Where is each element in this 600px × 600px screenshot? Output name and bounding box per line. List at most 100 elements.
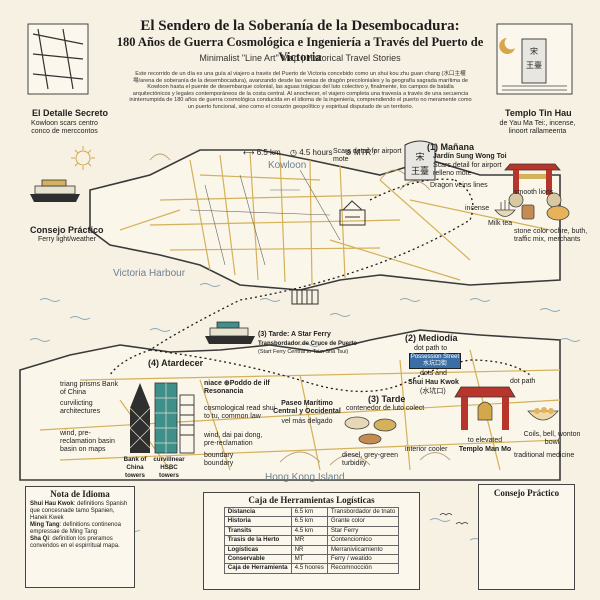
stop-morning-title: (1) Mañana <box>427 142 475 152</box>
stop-ferry-note: (Start Ferry Central to Tsim Sha Tsui) <box>258 349 349 355</box>
hsbc-label: curvillnear HSBC towers <box>153 456 185 479</box>
stop-evening-title: (4) Atardecer <box>148 358 204 368</box>
railway-building-icon <box>291 289 319 305</box>
diesel-label: diesel, grey-green turbidity <box>342 452 399 467</box>
toolbox-cell-value: Merraniviicamiento <box>326 544 400 556</box>
secret-detail-text: Kowloon scars centro conco de merccontos <box>31 120 98 135</box>
stop-noon-sub: dot path to <box>414 345 448 352</box>
star-ferry-icon <box>205 321 255 344</box>
map-title: El Sendero de la Soberanía de la Desembo… <box>100 18 500 65</box>
milk-tea-icon <box>521 204 535 220</box>
stop-morning-sub: Jardín Sung Wong Toi <box>433 153 507 160</box>
hsbc-tower-icon <box>154 382 178 454</box>
wind-pre-label: wind, pre-reclamation basin basin on map… <box>60 430 115 453</box>
birds-icon <box>439 513 469 525</box>
clock-icon: ◷ <box>290 148 300 157</box>
language-note-box: Nota de Idioma Shui Hau Kwok: definition… <box>25 486 135 588</box>
language-note-item: Sha Qi: definition los preramos converid… <box>30 536 120 549</box>
tower-outline-icon <box>179 394 195 454</box>
title-line-1: El Sendero de la Soberanía de la Desembo… <box>140 18 460 34</box>
secret-detail-street-icon <box>27 23 89 95</box>
kowloon-roads-dark <box>189 169 341 266</box>
dot-path-label: dot path <box>510 378 536 385</box>
walking-route <box>109 178 531 393</box>
man-mo-label: Templo Man Mo <box>458 446 512 453</box>
resonance-label: niace ⊕Poddo de ilf Resonancia <box>204 380 270 395</box>
stop-noon-title: (2) Mediodía <box>405 333 458 343</box>
victoria-harbour-label: Victoria Harbour <box>113 268 186 279</box>
hills <box>149 153 451 466</box>
stop-ferry-sub: Transbordador de Cruce de Puerto <box>258 341 358 347</box>
incense-bowl-icon <box>494 200 516 217</box>
tin-hau-title: Templo Tin Hau <box>505 108 572 118</box>
toolbox-cell-value: 4.5 hoores <box>290 563 328 574</box>
snack-plate-icon <box>546 205 570 221</box>
transit-stat: ⊗ MTR / <box>345 148 376 157</box>
kowloon-label: Kowloon <box>268 160 307 171</box>
lion-statue-icon <box>508 192 562 208</box>
possession-street-label: Possession Street <box>410 354 460 360</box>
wonton-bowl-icon <box>527 407 559 421</box>
coils-label: Coils, bell, wonton bowl <box>523 431 581 446</box>
to-elevated-label: to elevated <box>467 437 503 444</box>
svg-text:宋: 宋 <box>415 151 424 163</box>
traditional-medicine-label: traditional medicine <box>514 452 575 459</box>
toolbox-cell-value: Recomnocción <box>326 563 400 574</box>
toolbox-cell-key: Historia <box>223 516 292 527</box>
island-roads <box>39 349 561 471</box>
toolbox-cell-value: 4.5 km <box>290 525 328 537</box>
smooth-lions-label: smooth lions <box>514 189 554 196</box>
toolbox-cell-key: Trasis de la Herto <box>223 535 292 546</box>
bowls-icon <box>344 416 397 445</box>
intro-paragraph: Este recorrido de un día es una guía al … <box>129 71 472 110</box>
possession-street-cn: 水坑口街 <box>422 361 447 367</box>
toolbox-cell-value: Ferry / weatido <box>326 554 400 565</box>
hong-kong-island-label: Hong Kong Island <box>265 472 345 483</box>
shui-hau-kwok-label: Shui Hau Kwok <box>408 379 459 386</box>
transit-icon: ⊗ <box>345 148 354 157</box>
map-subtitle: Minimalist "Line Art" Map | Historical T… <box>199 53 401 63</box>
title-line-2: 180 Años de Guerra Cosmológica e Ingenie… <box>116 35 484 64</box>
language-note-item: Shui Hau Kwok: definitions Spanish que c… <box>30 501 128 521</box>
toolbox-cell-key: Caja de Herramienta <box>223 563 292 574</box>
language-note-title: Nota de Idioma <box>50 489 110 499</box>
ferry-boat-icon <box>30 179 80 202</box>
toolbox-cell-value: Star Ferry <box>326 525 400 537</box>
sun-icon <box>71 146 95 170</box>
language-note-list: Shui Hau Kwok: definitions Spanish que c… <box>26 499 134 552</box>
interior-cooler-label: interior cooler <box>405 446 448 453</box>
man-mo-temple-icon <box>454 386 516 430</box>
toolbox-cell-value: 6.5 km <box>290 516 328 527</box>
toolbox-cell-value: Grante color <box>326 516 400 527</box>
walk-icon: ⟷ <box>243 148 257 157</box>
dragon-veins-label: Dragon veins lines <box>430 182 488 189</box>
stone-color-label: stone color ochre, buth, traffic mix, me… <box>514 228 588 243</box>
building-icon <box>339 200 366 226</box>
curvilicting-label: curvilicting architectures <box>60 400 101 415</box>
vel-mas-label: vel más delgado <box>281 418 333 425</box>
dots-and-label: dots and <box>420 370 447 377</box>
toolbox-cell-value: NR <box>290 544 328 556</box>
shui-hau-kwok-cn: (水坑口) <box>420 388 446 395</box>
bank-of-china-tower-icon <box>129 383 151 453</box>
secret-detail-title: El Detalle Secreto <box>32 108 109 118</box>
toolbox-cell-key: Conservable <box>223 554 292 565</box>
moon-icon <box>499 38 515 54</box>
toolbox-cell-value: Contenciomico <box>326 535 400 546</box>
toolbox-cell-key: Distancia <box>223 506 292 518</box>
practical-tip-2-title: Consejo Práctico <box>493 488 560 498</box>
bank-of-china-label: Bank of China towers <box>123 456 147 479</box>
toolbox-box: Caja de Herramientas Logísticas Distanci… <box>203 492 420 590</box>
cosmological-label: cosmological read shui to tu, common law <box>204 405 276 420</box>
practical-tip-text: Ferry light/weather <box>38 236 96 243</box>
toolbox-title: Caja de Herramientas Logísticas <box>248 495 375 505</box>
boundary-label: boundary boundary <box>204 452 234 467</box>
toolbox-cell-value: MT <box>290 554 328 565</box>
